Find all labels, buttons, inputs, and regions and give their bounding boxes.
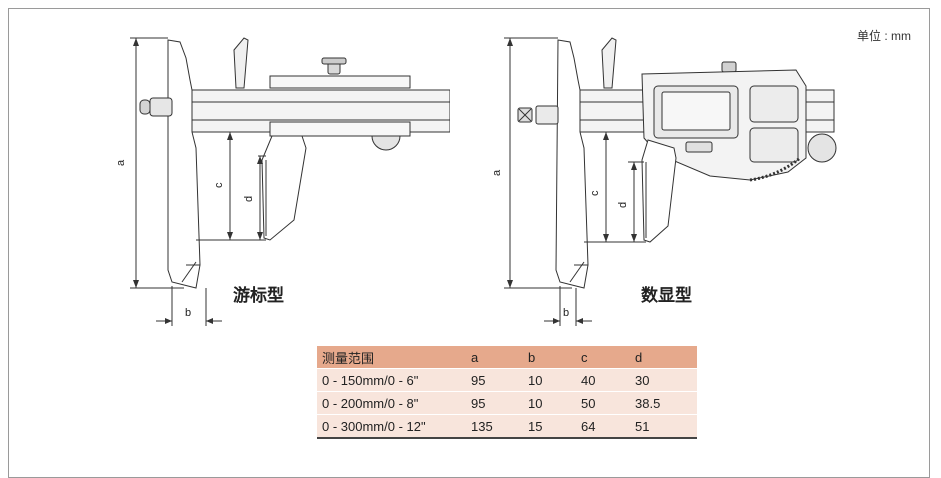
dim-label-a: a — [491, 169, 503, 176]
header-a: a — [466, 346, 523, 369]
cell-range: 0 - 300mm/0 - 12" — [317, 414, 466, 439]
cell-range: 0 - 150mm/0 - 6" — [317, 368, 466, 392]
header-c: c — [576, 346, 630, 369]
header-b: b — [523, 346, 576, 369]
cell-b: 10 — [523, 368, 576, 392]
dim-label-c: c — [213, 182, 225, 188]
header-range: 测量范围 — [317, 346, 466, 369]
digital-caption: 数显型 — [641, 286, 692, 305]
dim-label-b: b — [563, 307, 569, 319]
table-row: 0 - 150mm/0 - 6" 95 10 40 30 — [317, 368, 697, 392]
cell-d: 30 — [630, 368, 697, 392]
cell-c: 40 — [576, 368, 630, 392]
unit-label: 单位 : mm — [857, 29, 911, 43]
cell-range: 0 - 200mm/0 - 8" — [317, 391, 466, 415]
dim-label-d: d — [243, 196, 255, 202]
cell-d: 51 — [630, 414, 697, 439]
cell-a: 95 — [466, 391, 523, 415]
spec-table: 测量范围 a b c d 0 - 150mm/0 - 6" 95 10 40 3… — [317, 346, 697, 439]
table-row: 0 - 300mm/0 - 12" 135 15 64 51 — [317, 414, 697, 439]
cell-b: 10 — [523, 391, 576, 415]
cell-a: 135 — [466, 414, 523, 439]
digital-caliper-diagram: a c d b — [491, 37, 837, 326]
cell-c: 50 — [576, 391, 630, 415]
table-header-row: 测量范围 a b c d — [317, 346, 697, 369]
header-d: d — [630, 346, 697, 369]
cell-d: 38.5 — [630, 391, 697, 415]
dim-label-c: c — [589, 190, 601, 196]
dim-label-b: b — [185, 307, 191, 319]
cell-b: 15 — [523, 414, 576, 439]
vernier-caliper-diagram: a c d b — [115, 37, 450, 326]
cell-a: 95 — [466, 368, 523, 392]
table-row: 0 - 200mm/0 - 8" 95 10 50 38.5 — [317, 391, 697, 415]
vernier-caption: 游标型 — [233, 286, 284, 305]
dim-label-a: a — [115, 159, 127, 166]
cell-c: 64 — [576, 414, 630, 439]
dim-label-d: d — [617, 202, 629, 208]
